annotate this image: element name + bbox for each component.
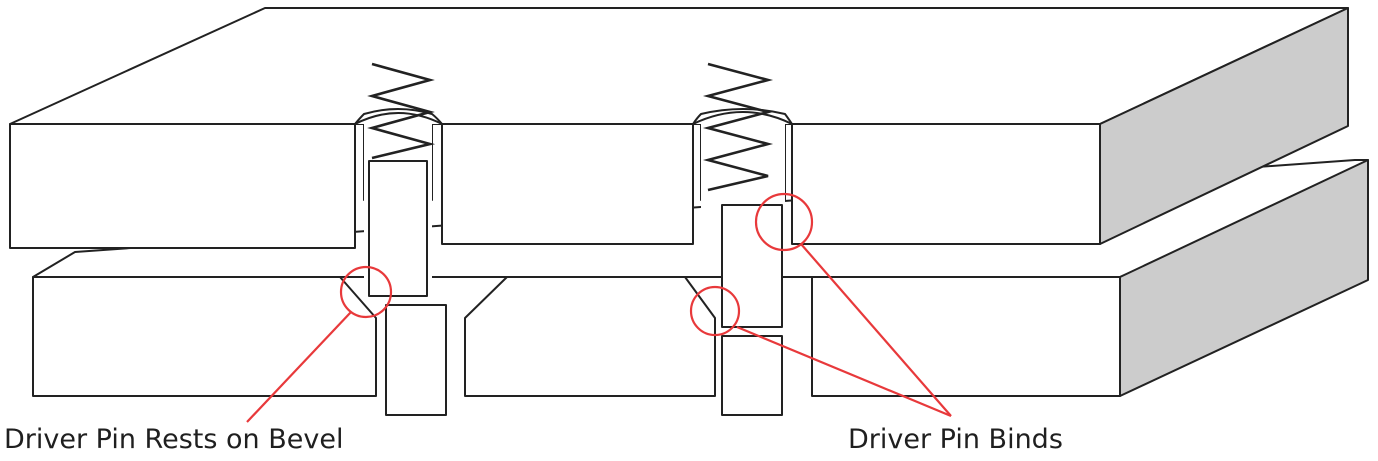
bevel-label: Driver Pin Rests on Bevel: [4, 424, 343, 455]
binds-callout-line-lower: [736, 325, 952, 418]
lower-block-left: [32, 276, 377, 397]
callouts: [246, 192, 952, 423]
lower-block-middle: [464, 276, 716, 397]
chamber-left-top-arc: [354, 112, 443, 125]
binds-callout-line-upper: [800, 243, 952, 417]
spring-left: [367, 62, 436, 160]
key-pin-left: [385, 304, 447, 416]
bevel-callout-circle: [339, 265, 393, 319]
spring-right: [702, 62, 774, 192]
upper-plate-front-face: [9, 108, 1101, 249]
driver-pin-left: [368, 160, 428, 297]
upper-plate: [9, 7, 1349, 300]
binds-callout-circle-lower: [689, 285, 741, 337]
binds-callout-circle-upper: [754, 192, 814, 252]
key-pin-right: [721, 335, 783, 416]
lower-block-right: [811, 276, 1121, 397]
bevel-callout-line: [246, 311, 352, 423]
binds-label: Driver Pin Binds: [848, 424, 1063, 455]
driver-pin-right: [721, 204, 783, 328]
